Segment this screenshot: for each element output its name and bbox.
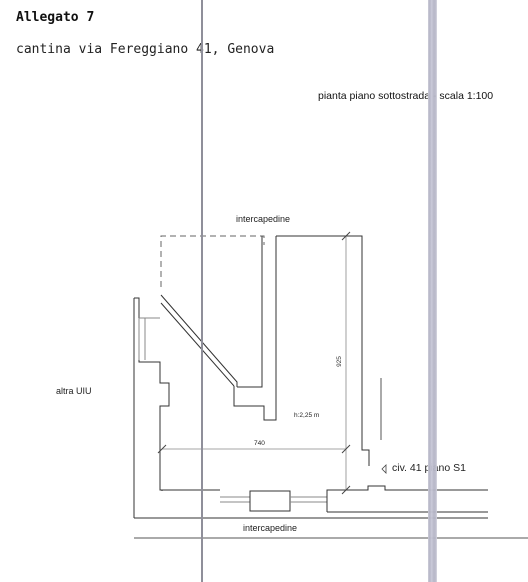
inner-wall (237, 236, 263, 388)
inner-wall-step (233, 236, 277, 421)
label-altra-uiu: altra UIU (56, 386, 92, 396)
document-title: Allegato 7 (16, 10, 95, 25)
plan-caption: pianta piano sottostrada - scala 1:100 (318, 90, 494, 102)
label-intercapedine-top: intercapedine (236, 214, 291, 224)
document-subtitle: cantina via Fereggiano 41, Genova (16, 42, 275, 57)
dim-tick-v-bottom (341, 485, 351, 495)
entrance-arrow-icon (381, 464, 387, 474)
dim-tick-h-left (157, 444, 167, 454)
label-dimension-vertical: 925 (335, 356, 343, 367)
dim-tick-h-right (341, 444, 351, 454)
diagonal-wall-outer (160, 294, 238, 387)
bottom-right-wall (326, 485, 488, 512)
label-height-note: h:2,25 m (294, 412, 320, 419)
label-intercapedine-bottom: intercapedine (243, 523, 298, 533)
right-wall (276, 235, 370, 466)
diagonal-wall-inner (160, 302, 235, 387)
label-dimension-horizontal: 740 (254, 440, 265, 447)
bottom-pillar (249, 490, 291, 512)
dashed-outline (160, 235, 265, 287)
dim-tick-v-top (341, 231, 351, 241)
scan-artifact-line (201, 0, 203, 582)
scan-artifact-band (428, 0, 437, 582)
